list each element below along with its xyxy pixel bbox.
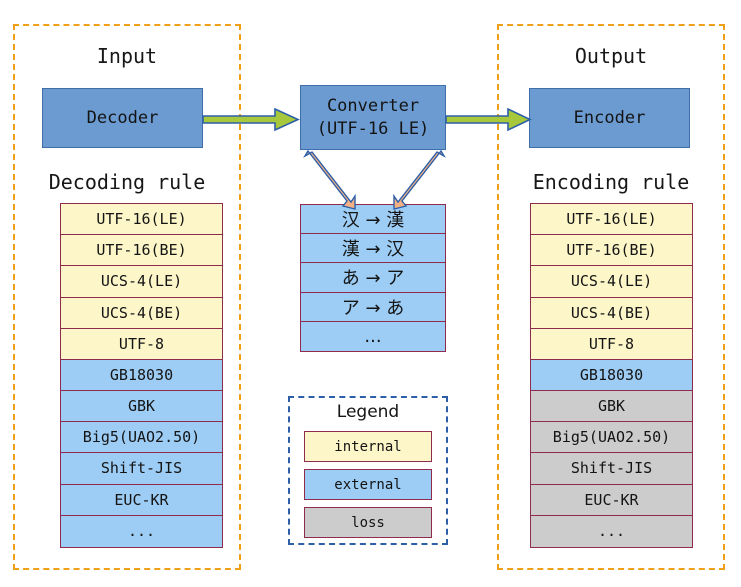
conversion-label: ... bbox=[364, 325, 382, 347]
conversion-row[interactable]: ア → あ bbox=[301, 292, 445, 322]
decoding-rule-row[interactable]: UTF-8 bbox=[61, 328, 222, 360]
conversion-row[interactable]: 汉 → 漢 bbox=[301, 205, 445, 235]
encoding-rule-label: UCS-4(BE) bbox=[570, 303, 653, 322]
decoding-rule-row[interactable]: Shift-JIS bbox=[61, 453, 222, 485]
conversion-label: ア → あ bbox=[341, 297, 405, 319]
legend-item-external: external bbox=[304, 469, 432, 500]
converter-box-label-line2: (UTF-16 LE) bbox=[316, 118, 430, 139]
decoding-rule-row[interactable]: GB18030 bbox=[61, 359, 222, 392]
input-panel bbox=[13, 24, 241, 570]
conversion-row[interactable]: 漢 → 汉 bbox=[301, 234, 445, 264]
legend-item-label: loss bbox=[351, 514, 385, 531]
output-panel-heading: Output bbox=[574, 44, 648, 68]
decoding-rule-label: GB18030 bbox=[109, 365, 174, 384]
decoding-rule-label: UCS-4(LE) bbox=[100, 272, 183, 291]
output-panel bbox=[497, 24, 725, 570]
encoding-rule-label: UCS-4(LE) bbox=[570, 272, 653, 291]
decoding-rule-row[interactable]: ... bbox=[61, 515, 222, 547]
conversion-row[interactable]: ... bbox=[301, 321, 445, 351]
encoding-rule-row[interactable]: Shift-JIS bbox=[531, 453, 692, 485]
decoding-rule-row[interactable]: UTF-16(BE) bbox=[61, 235, 222, 267]
encoding-rule-label: Big5(UAO2.50) bbox=[552, 428, 671, 447]
convert-arrow-up-right-icon bbox=[393, 149, 446, 210]
encoding-rule-label: GB18030 bbox=[579, 365, 644, 384]
encoding-rule-label: UTF-16(BE) bbox=[566, 241, 657, 260]
encoding-rule-label: Shift-JIS bbox=[570, 459, 653, 478]
decoding-rule-row[interactable]: GBK bbox=[61, 391, 222, 423]
decoding-rule-label: UTF-16(LE) bbox=[96, 210, 187, 229]
input-panel-heading: Input bbox=[96, 44, 158, 68]
encoding-rule-row[interactable]: UTF-8 bbox=[531, 328, 692, 360]
decoding-rule-row[interactable]: Big5(UAO2.50) bbox=[61, 422, 222, 454]
converter-box-label-line1: Converter bbox=[326, 95, 420, 116]
decoding-rule-row[interactable]: UCS-4(BE) bbox=[61, 297, 222, 329]
encoding-rule-row[interactable]: ... bbox=[531, 515, 692, 547]
convert-arrow-down-left-icon bbox=[303, 149, 356, 210]
decoding-rule-label: UCS-4(BE) bbox=[100, 303, 183, 322]
converter-box[interactable]: Converter (UTF-16 LE) bbox=[300, 85, 446, 150]
encoding-rule-row[interactable]: UTF-16(LE) bbox=[531, 204, 692, 236]
conversion-label: 汉 → 漢 bbox=[341, 210, 405, 232]
encoding-rule-row[interactable]: EUC-KR bbox=[531, 484, 692, 516]
conversion-row[interactable]: あ → ア bbox=[301, 263, 445, 293]
decoding-rule-label: Shift-JIS bbox=[100, 459, 183, 478]
encoding-rule-row[interactable]: UTF-16(BE) bbox=[531, 235, 692, 267]
encoding-rule-row[interactable]: UCS-4(BE) bbox=[531, 297, 692, 329]
encoding-rule-row[interactable]: GBK bbox=[531, 391, 692, 423]
conversion-label: あ → ア bbox=[341, 268, 405, 290]
legend-item-label: internal bbox=[334, 438, 402, 455]
decoding-rule-row[interactable]: UCS-4(LE) bbox=[61, 266, 222, 298]
encoder-box[interactable]: Encoder bbox=[529, 88, 690, 148]
decoder-box-label: Decoder bbox=[86, 107, 159, 128]
decoding-rule-label: Big5(UAO2.50) bbox=[82, 428, 201, 447]
decoding-rule-row[interactable]: EUC-KR bbox=[61, 484, 222, 516]
conversion-list: 汉 → 漢漢 → 汉あ → アア → あ... bbox=[300, 204, 446, 352]
encoding-rule-label: ... bbox=[597, 522, 626, 541]
flow-arrow-decoder-to-converter-icon bbox=[202, 107, 300, 132]
encoding-rule-row[interactable]: UCS-4(LE) bbox=[531, 266, 692, 298]
decoding-rule-row[interactable]: UTF-16(LE) bbox=[61, 204, 222, 236]
encoding-rule-label: GBK bbox=[597, 397, 626, 416]
conversion-label: 漢 → 汉 bbox=[341, 239, 405, 261]
decoding-rule-heading: Decoding rule bbox=[48, 170, 206, 194]
decoding-rule-list: UTF-16(LE) UTF-16(BE) UCS-4(LE) UCS-4(BE) UT… bbox=[60, 203, 223, 548]
encoding-rule-row[interactable]: Big5(UAO2.50) bbox=[531, 422, 692, 454]
flow-arrow-converter-to-encoder-icon bbox=[445, 107, 532, 132]
legend-item-loss: loss bbox=[304, 507, 432, 538]
encoding-rule-heading: Encoding rule bbox=[532, 170, 690, 194]
encoding-rule-list: UTF-16(LE) UTF-16(BE) UCS-4(LE) UCS-4(BE) UT… bbox=[530, 203, 693, 548]
decoding-rule-label: UTF-16(BE) bbox=[96, 241, 187, 260]
legend-title: Legend bbox=[336, 402, 400, 422]
legend-item-internal: internal bbox=[304, 431, 432, 462]
decoder-box[interactable]: Decoder bbox=[42, 88, 203, 148]
decoding-rule-label: ... bbox=[127, 522, 156, 541]
encoding-rule-label: UTF-16(LE) bbox=[566, 210, 657, 229]
encoding-rule-label: UTF-8 bbox=[588, 334, 635, 353]
decoding-rule-label: UTF-8 bbox=[118, 334, 165, 353]
encoding-rule-row[interactable]: GB18030 bbox=[531, 359, 692, 392]
encoder-box-label: Encoder bbox=[573, 107, 646, 128]
legend-item-label: external bbox=[334, 476, 402, 493]
decoding-rule-label: EUC-KR bbox=[114, 490, 169, 509]
encoding-rule-label: EUC-KR bbox=[584, 490, 639, 509]
decoding-rule-label: GBK bbox=[127, 397, 156, 416]
